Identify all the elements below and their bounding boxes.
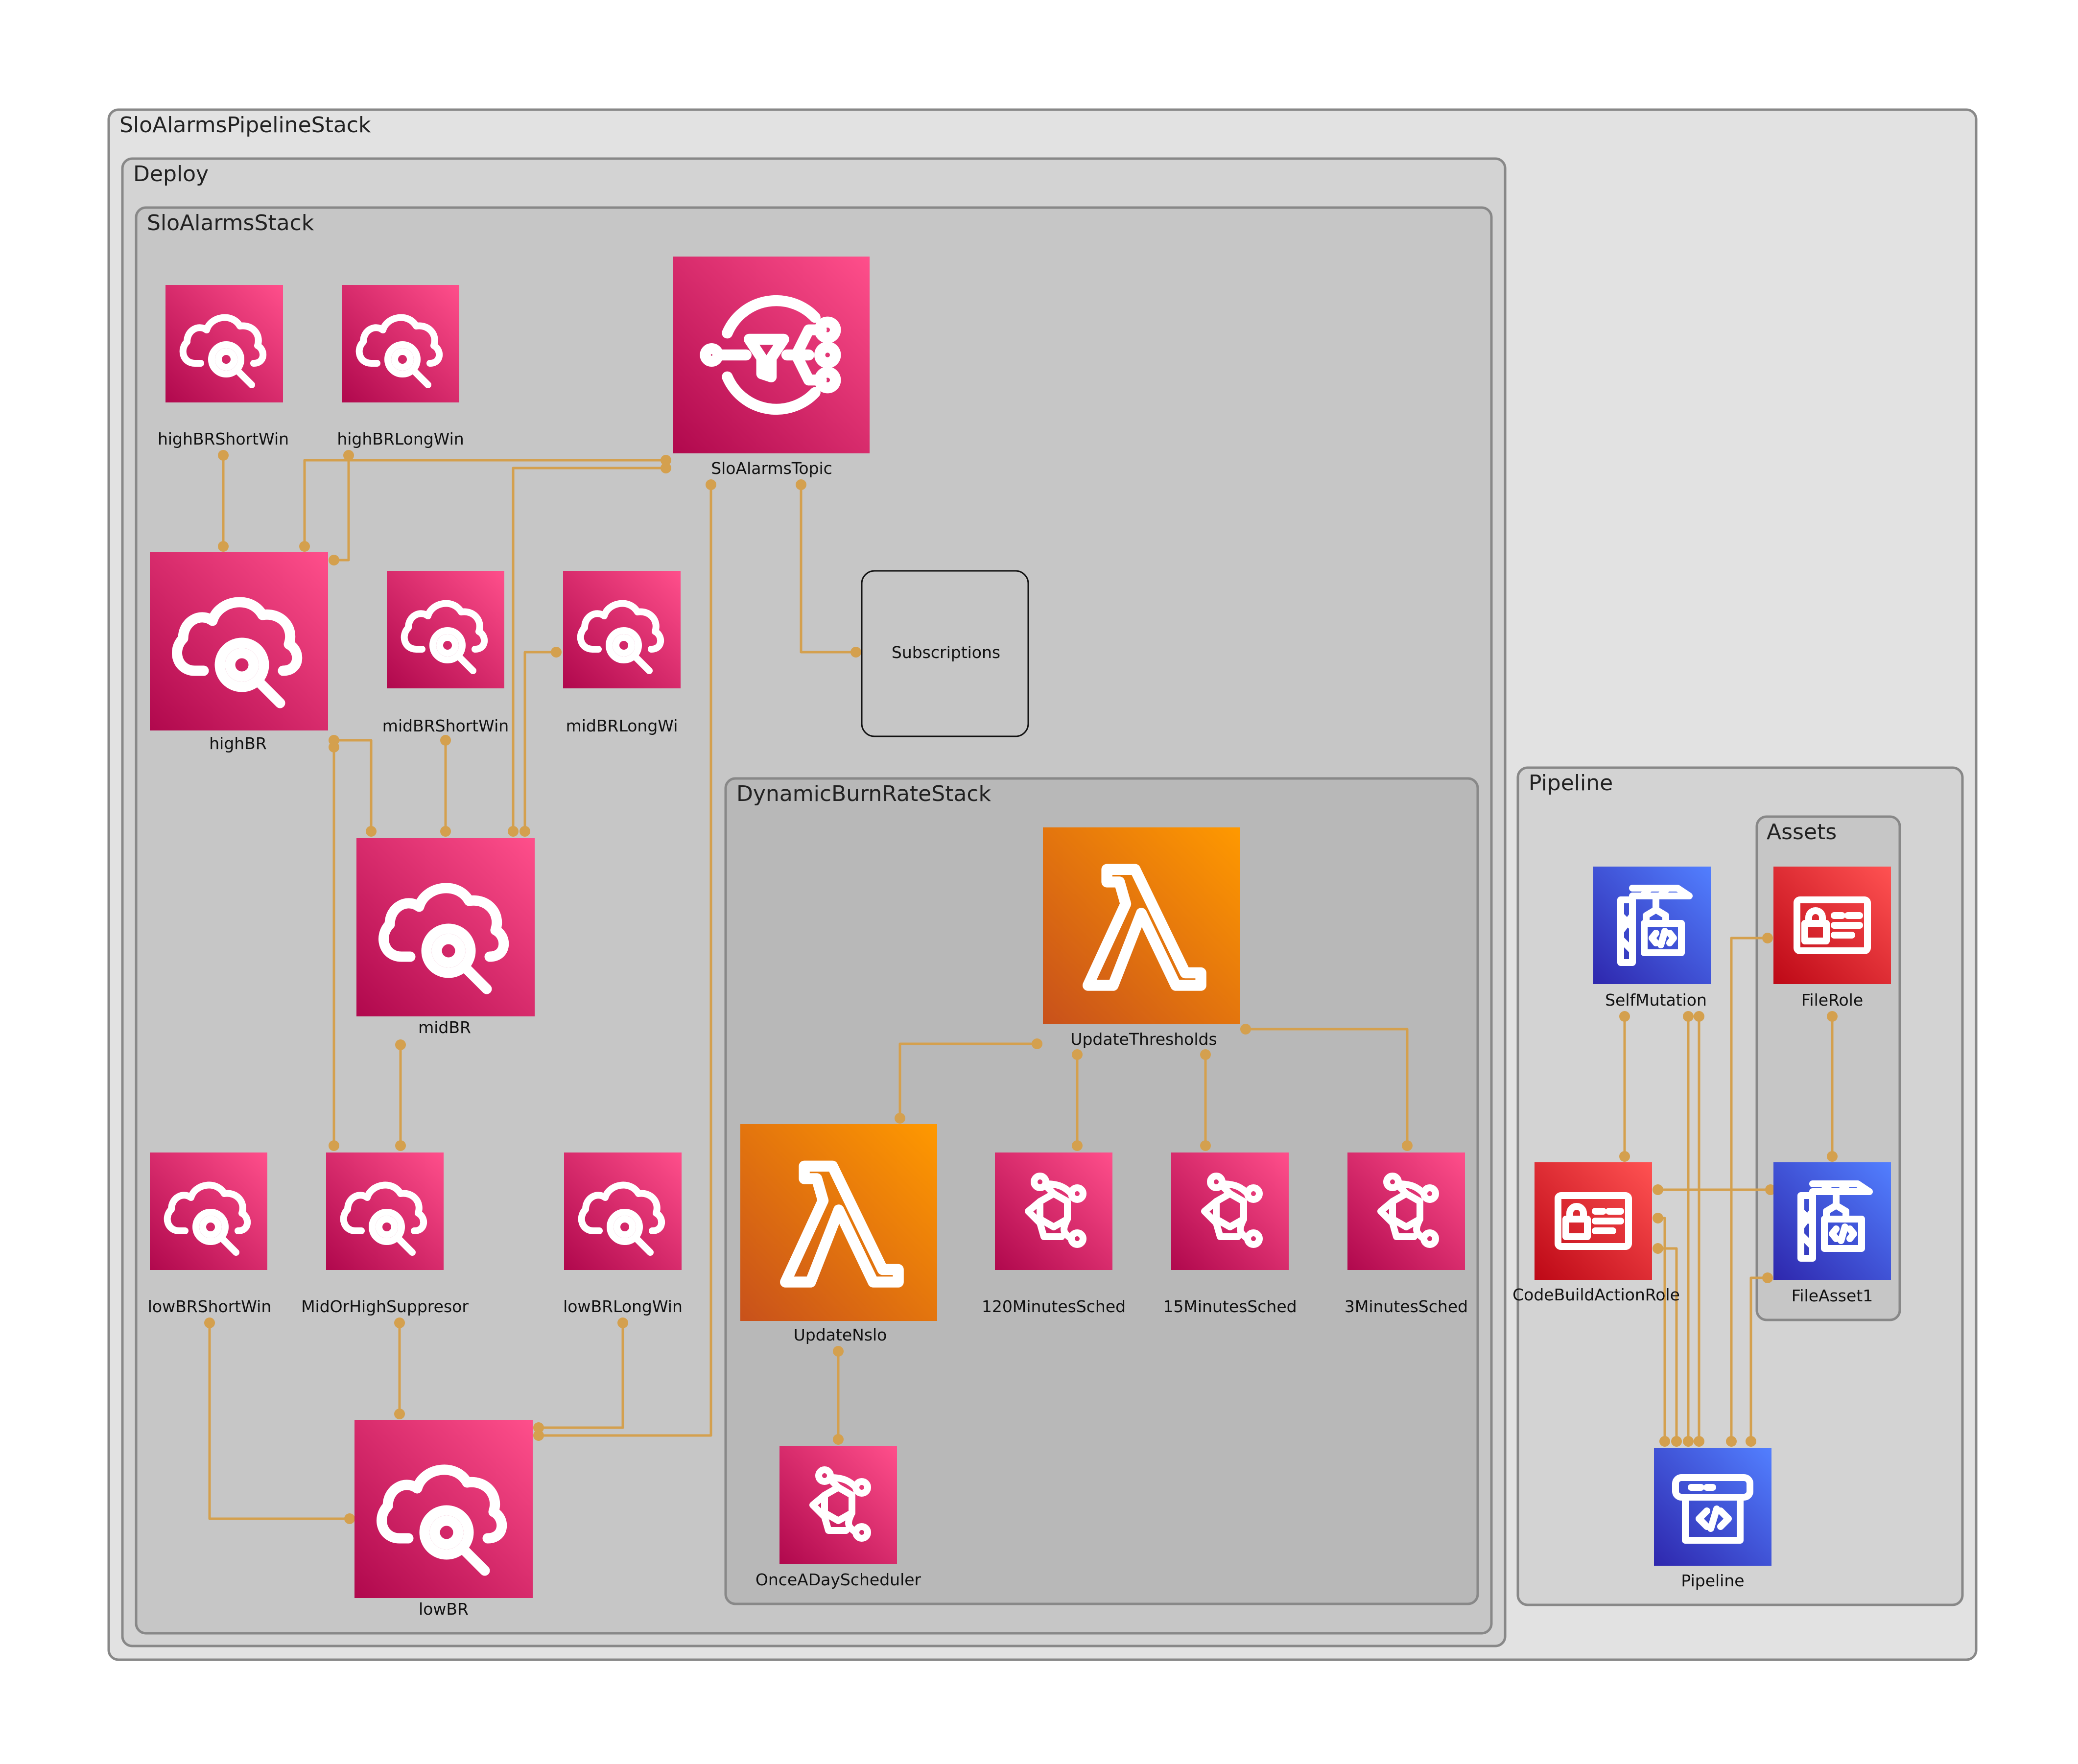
edge-fileasset-pipeline <box>1749 1276 1768 1441</box>
edge-midbr-topic <box>512 467 666 831</box>
node-label-lowbr: lowBR <box>419 1599 469 1619</box>
node-label-onceadayscheduler: OnceADayScheduler <box>756 1570 921 1589</box>
node-label-midbr: midBR <box>418 1018 471 1037</box>
node-label-3minutessched: 3MinutesSched <box>1345 1297 1468 1316</box>
node-filerole[interactable]: FileRole <box>1773 867 1891 1010</box>
group-title-deploy: Deploy <box>133 162 209 187</box>
group-title-pipeline: Pipeline <box>1529 771 1613 796</box>
node-label-120minutessched: 120MinutesSched <box>982 1297 1126 1316</box>
node-selfmutation[interactable]: SelfMutation <box>1593 867 1711 1010</box>
node-label-selfmutation: SelfMutation <box>1605 990 1707 1010</box>
node-label-sloalarmstopic: SloAlarmsTopic <box>711 459 832 478</box>
node-midorhighsuppresor[interactable]: MidOrHighSuppresor <box>301 1152 469 1316</box>
edge-filerole-pipeline <box>1730 937 1768 1441</box>
node-lowbr[interactable]: lowBR <box>354 1420 533 1619</box>
node-label-midbrlongwi: midBRLongWi <box>566 716 678 735</box>
node-fileasset1[interactable]: FileAsset1 <box>1773 1162 1891 1305</box>
edge-updatethresholds-3 <box>1246 1028 1409 1146</box>
node-label-codebuildactionrole: CodeBuildActionRole <box>1512 1285 1680 1304</box>
node-15minutessched[interactable]: 15MinutesSched <box>1163 1152 1297 1316</box>
edge-lowbrlongwin-lowbr <box>539 1323 624 1429</box>
group-title-root: SloAlarmsPipelineStack <box>119 113 371 138</box>
edge-dots <box>204 450 1838 1524</box>
group-title-dynamic-stack: DynamicBurnRateStack <box>736 781 992 806</box>
node-midbr[interactable]: midBR <box>356 838 535 1037</box>
node-lowbrshortwin[interactable]: lowBRShortWin <box>148 1152 271 1316</box>
node-midbrlongwi[interactable]: midBRLongWi <box>563 571 681 735</box>
node-label-midorhighsuppresor: MidOrHighSuppresor <box>301 1297 469 1316</box>
node-label-fileasset1: FileAsset1 <box>1792 1286 1873 1305</box>
node-codebuildactionrole[interactable]: CodeBuildActionRole <box>1512 1162 1680 1304</box>
node-label-updatethresholds: UpdateThresholds <box>1070 1030 1217 1049</box>
node-label-highbrshortwin: highBRShortWin <box>158 429 289 448</box>
node-label-highbrlongwin: highBRLongWin <box>337 429 464 448</box>
node-label-updatenslo: UpdateNslo <box>794 1325 887 1344</box>
node-120minutessched[interactable]: 120MinutesSched <box>982 1152 1126 1316</box>
node-label-lowbrlongwin: lowBRLongWin <box>563 1297 683 1316</box>
edge-highbr-topic <box>303 459 666 546</box>
edge-lowbr-topic <box>539 485 712 1437</box>
node-label-subscriptions: Subscriptions <box>892 643 1000 662</box>
node-subscriptions[interactable]: Subscriptions <box>861 570 1029 737</box>
node-midbrshortwin[interactable]: midBRShortWin <box>382 571 509 735</box>
edge-topic-subscriptions <box>800 485 856 654</box>
codebuild-icon <box>1801 1184 1869 1258</box>
node-label-highbr: highBR <box>209 734 267 753</box>
edge-codebuildrole-pipeline-b <box>1658 1247 1678 1441</box>
node-lowbrlongwin[interactable]: lowBRLongWin <box>563 1152 683 1316</box>
codebuild-icon <box>1621 888 1689 963</box>
node-highbrshortwin[interactable]: highBRShortWin <box>158 285 289 448</box>
node-label-15minutessched: 15MinutesSched <box>1163 1297 1297 1316</box>
edge-midbrlongwi-midbr <box>523 651 556 831</box>
node-highbrlongwin[interactable]: highBRLongWin <box>337 285 464 448</box>
node-label-filerole: FileRole <box>1801 990 1863 1010</box>
node-updatenslo[interactable]: UpdateNslo <box>740 1124 937 1344</box>
group-title-slo-alarms-stack: SloAlarmsStack <box>147 211 314 235</box>
node-pipeline[interactable]: Pipeline <box>1654 1448 1771 1590</box>
node-label-lowbrshortwin: lowBRShortWin <box>148 1297 271 1316</box>
node-updatethresholds[interactable]: UpdateThresholds <box>1043 827 1240 1049</box>
node-label-pipeline: Pipeline <box>1681 1571 1744 1590</box>
group-title-assets: Assets <box>1767 820 1837 845</box>
node-3minutessched[interactable]: 3MinutesSched <box>1345 1152 1468 1316</box>
node-label-midbrshortwin: midBRShortWin <box>382 716 509 735</box>
edge-lowbrshortwin-lowbr <box>208 1323 350 1520</box>
node-highbr[interactable]: highBR <box>150 552 328 753</box>
edge-updatethresholds-updatenslo <box>898 1042 1037 1118</box>
node-onceadayscheduler[interactable]: OnceADayScheduler <box>756 1446 921 1589</box>
node-sloalarmstopic[interactable]: SloAlarmsTopic <box>673 257 870 478</box>
edge-highbr-midbr <box>334 739 373 831</box>
